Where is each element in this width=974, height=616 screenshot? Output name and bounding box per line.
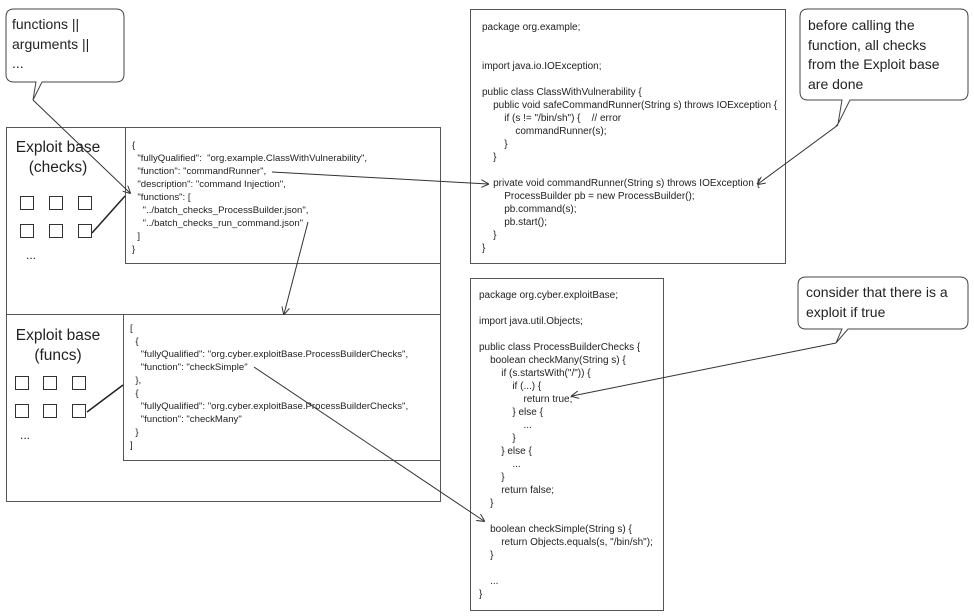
- checks-json-box: [125, 127, 441, 264]
- checks-grid-square: [78, 196, 92, 210]
- vulnerable-class-box: [470, 9, 786, 264]
- checks-json-code: { "fullyQualified": "org.example.ClassWi…: [132, 140, 368, 255]
- checks-grid-square: [49, 224, 63, 238]
- callout-text-mid-right: consider that there is a exploit if true: [806, 284, 948, 320]
- funcs-grid-square: [72, 404, 86, 418]
- funcs-grid-square: [15, 376, 29, 390]
- checks-class-box: [470, 278, 664, 611]
- checks-grid-square: [78, 224, 92, 238]
- funcs-grid-square: [15, 404, 29, 418]
- callout-text-top-right: before calling the function, all checks …: [808, 17, 940, 92]
- funcs-grid-square: [72, 376, 86, 390]
- checks-title: Exploit base (checks): [15, 139, 101, 176]
- funcs-grid-square: [43, 404, 57, 418]
- callout-text-top-left: functions || arguments || ...: [12, 16, 90, 71]
- funcs-ellipsis: ...: [20, 428, 31, 442]
- vulnerable-class-code: package org.example; import java.io.IOEx…: [482, 22, 778, 254]
- checks-grid-square: [49, 196, 63, 210]
- funcs-title: Exploit base (funcs): [15, 327, 101, 364]
- top-right-callout-line: [835, 123, 839, 127]
- checks-class-code: package org.cyber.exploitBase; import ja…: [479, 290, 653, 600]
- checks-grid-square: [20, 196, 34, 210]
- checks-ellipsis: ...: [26, 248, 37, 262]
- checks-grid-square: [20, 224, 34, 238]
- funcs-json-code: [ { "fullyQualified": "org.cyber.exploit…: [130, 323, 409, 451]
- funcs-grid-square: [43, 376, 57, 390]
